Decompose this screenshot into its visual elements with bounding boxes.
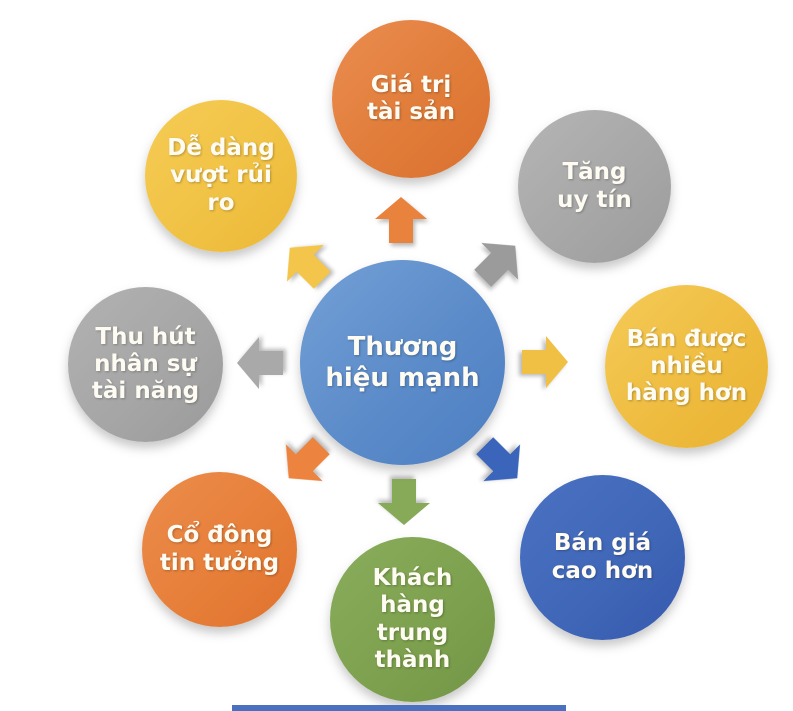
node-de-dang-vuot-rui-ro: Dễ dàng vượt rủi ro — [145, 100, 297, 252]
arrow-down-right-icon — [476, 437, 521, 482]
arrow-down-left-icon — [285, 437, 330, 482]
node-khach-hang-trung-thanh: Khách hàng trung thành — [330, 537, 495, 702]
node-label: Tăng uy tín — [557, 159, 632, 213]
node-ban-duoc-nhieu-hang-hon: Bán được nhiều hàng hơn — [605, 285, 768, 448]
bottom-blue-bar — [232, 705, 566, 711]
node-label: Thu hút nhân sự tài năng — [91, 323, 200, 405]
arrow-down-icon — [378, 479, 430, 525]
node-label: Bán được nhiều hàng hơn — [625, 325, 748, 407]
node-label: Cổ đông tin tưởng — [159, 522, 280, 576]
arrow-up-right-icon — [474, 242, 519, 287]
node-label: Bán giá cao hơn — [551, 530, 654, 584]
center-label: Thương hiệu mạnh — [325, 331, 480, 393]
arrow-up-icon — [375, 197, 427, 243]
node-tang-uy-tin: Tăng uy tín — [518, 110, 671, 263]
arrow-up-left-icon — [286, 244, 331, 289]
node-gia-tri-tai-san: Giá trị tài sản — [332, 20, 490, 178]
node-thuong-hieu-manh: Thương hiệu mạnh — [300, 260, 505, 465]
node-label: Khách hàng trung thành — [372, 565, 453, 673]
arrow-left-icon — [237, 337, 283, 389]
node-thu-hut-nhan-su-tai-nang: Thu hút nhân sự tài năng — [68, 287, 223, 442]
node-label: Dễ dàng vượt rủi ro — [167, 135, 275, 216]
node-label: Giá trị tài sản — [367, 71, 455, 125]
node-co-dong-tin-tuong: Cổ đông tin tưởng — [142, 472, 297, 627]
arrow-right-icon — [522, 336, 568, 388]
node-ban-gia-cao-hon: Bán giá cao hơn — [520, 475, 685, 640]
